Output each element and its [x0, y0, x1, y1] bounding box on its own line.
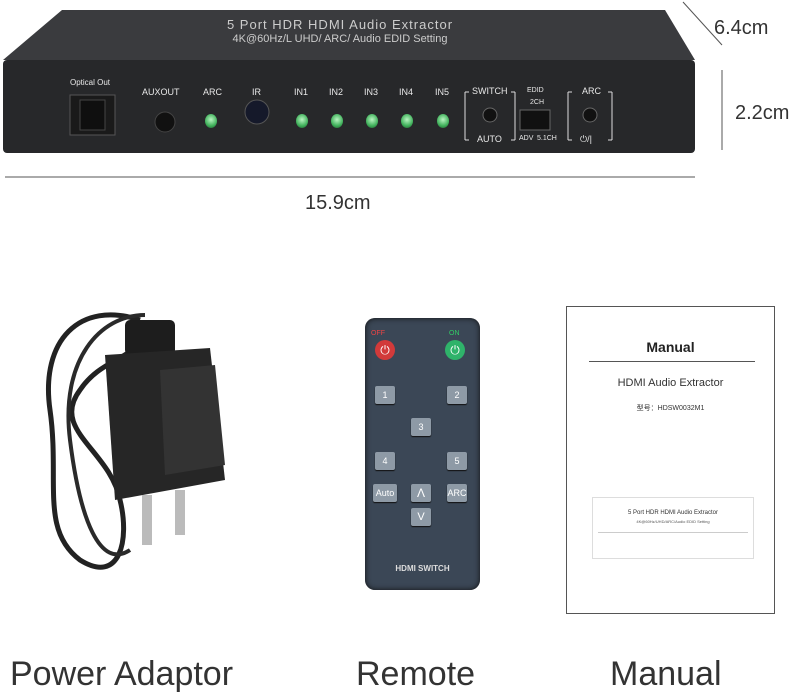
remote-auto-button[interactable]: Auto — [373, 484, 397, 502]
edid-2ch-label: 2CH — [530, 99, 545, 106]
remote-button-3[interactable]: 3 — [411, 418, 431, 436]
remote-button-4[interactable]: 4 — [375, 452, 395, 470]
in2-label: IN2 — [329, 87, 344, 97]
auto-label: AUTO — [477, 134, 502, 144]
thumbnail-subtitle: 4K@60Hz/UHD/ARC/Audio EDID Setting — [636, 519, 710, 524]
dimension-arrows — [5, 1, 723, 178]
remote-button-1[interactable]: 1 — [375, 386, 395, 404]
arc-led — [205, 114, 217, 128]
remote-on-button[interactable]: ⏻ — [445, 340, 465, 360]
remote-button-5[interactable]: 5 — [447, 452, 467, 470]
remote-button-2[interactable]: 2 — [447, 386, 467, 404]
caption-manual: Manual — [610, 655, 722, 693]
remote-arc-button[interactable]: ARC — [447, 484, 467, 502]
edid-adv-label: ADV — [519, 135, 534, 142]
in5-led — [437, 114, 449, 128]
height-dimension: 2.2cm — [735, 102, 790, 124]
device-body — [3, 10, 695, 153]
in1-label: IN1 — [294, 87, 309, 97]
caption-remote: Remote — [356, 655, 476, 693]
switch-label: SWITCH — [472, 86, 508, 96]
device-subtitle: 4K@60Hz/L UHD/ ARC/ Audio EDID Setting — [232, 33, 448, 45]
remote-control: ⏻ OFF ⏻ ON 1 2 3 4 5 Auto ARC Λ V HDMI S… — [365, 318, 480, 590]
ir-label: IR — [252, 87, 261, 97]
in1-led — [296, 114, 308, 128]
optical-out-label: Optical Out — [70, 78, 111, 87]
manual-device-thumbnail: 5 Port HDR HDMI Audio Extractor 4K@60Hz/… — [592, 497, 754, 559]
thumbnail-title: 5 Port HDR HDMI Audio Extractor — [627, 510, 719, 516]
thumbnail-front-panel — [598, 532, 748, 553]
power-adaptor-image — [46, 312, 225, 570]
in3-label: IN3 — [364, 87, 379, 97]
remote-down-button[interactable]: V — [411, 508, 431, 526]
power-symbol-label: ⏻/| — [580, 134, 592, 144]
in5-label: IN5 — [435, 87, 450, 97]
in4-led — [401, 114, 413, 128]
in3-led — [366, 114, 378, 128]
in2-led — [331, 114, 343, 128]
manual-divider — [589, 361, 755, 362]
manual-model: 型号：HDSW0032M1 — [636, 405, 705, 412]
arc-button-label: ARC — [582, 86, 602, 96]
width-dimension: 15.9cm — [305, 192, 371, 214]
auxout-label: AUXOUT — [142, 87, 180, 97]
remote-off-button[interactable]: ⏻ — [375, 340, 395, 360]
device-title: 5 Port HDR HDMI Audio Extractor — [226, 17, 454, 32]
caption-power-adaptor: Power Adaptor — [10, 655, 234, 693]
depth-dimension: 6.4cm — [714, 17, 769, 39]
remote-brand-label: HDMI SWITCH — [395, 564, 450, 573]
manual-booklet: Manual HDMI Audio Extractor 型号：HDSW0032M… — [566, 306, 775, 614]
manual-subtitle: HDMI Audio Extractor — [617, 377, 724, 389]
arc-label: ARC — [203, 87, 223, 97]
in4-label: IN4 — [399, 87, 414, 97]
remote-up-button[interactable]: Λ — [411, 484, 431, 502]
edid-51-label: 5.1CH — [537, 135, 557, 142]
remote-on-label: ON — [449, 330, 460, 337]
remote-off-label: OFF — [371, 330, 385, 337]
edid-label: EDID — [527, 87, 544, 94]
manual-title: Manual — [646, 339, 695, 355]
